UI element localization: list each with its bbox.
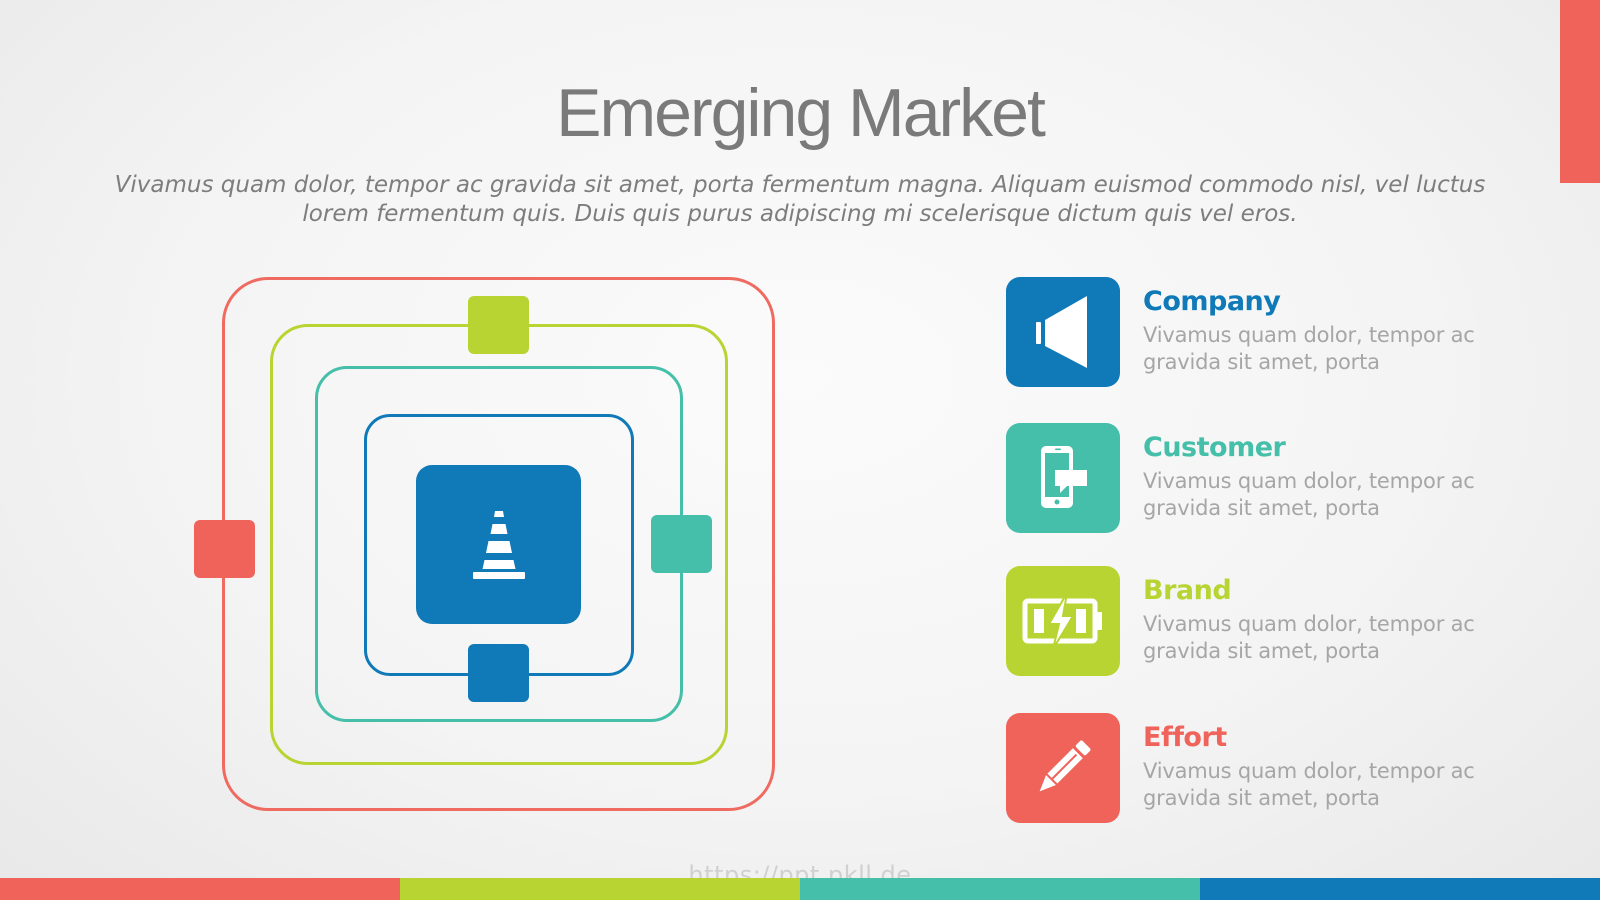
item-title: Customer	[1143, 432, 1286, 463]
node-bottom-blue	[468, 644, 529, 702]
item-description: Vivamus quam dolor, tempor ac gravida si…	[1143, 759, 1475, 810]
bottom-color-bar	[0, 878, 1600, 900]
effort-tile	[1006, 713, 1120, 823]
center-box	[416, 465, 581, 624]
item-description: Vivamus quam dolor, tempor ac gravida si…	[1143, 469, 1475, 520]
traffic-cone-icon	[472, 510, 525, 579]
pencil-icon	[1039, 740, 1091, 792]
item-title: Company	[1143, 286, 1281, 317]
bottom-bar-teal	[800, 878, 1200, 900]
node-top-green	[468, 296, 529, 354]
list-item-company: Company Vivamus quam dolor, tempor ac gr…	[1006, 277, 1566, 389]
item-description: Vivamus quam dolor, tempor ac gravida si…	[1143, 612, 1475, 663]
customer-tile	[1006, 423, 1120, 533]
node-left-red	[194, 520, 255, 578]
item-title: Brand	[1143, 575, 1232, 606]
bottom-bar-green	[400, 878, 800, 900]
smartphone-chat-icon	[1041, 446, 1087, 508]
bottom-bar-red	[0, 878, 400, 900]
battery-charging-icon	[1022, 592, 1102, 650]
ring-green	[270, 324, 728, 765]
item-title: Effort	[1143, 722, 1227, 753]
ring-outer-red	[222, 277, 775, 811]
brand-tile	[1006, 566, 1120, 676]
page-title: Emerging Market	[556, 75, 1046, 151]
corner-accent	[1560, 0, 1600, 183]
bottom-bar-blue	[1200, 878, 1600, 900]
ring-inner-blue	[364, 414, 634, 676]
list-item-brand: Brand Vivamus quam dolor, tempor ac grav…	[1006, 566, 1566, 678]
list-item-effort: Effort Vivamus quam dolor, tempor ac gra…	[1006, 713, 1566, 825]
page-subtitle: Vivamus quam dolor, tempor ac gravida si…	[114, 172, 1486, 227]
node-right-teal	[651, 515, 712, 573]
list-item-customer: Customer Vivamus quam dolor, tempor ac g…	[1006, 423, 1566, 535]
megaphone-icon	[1036, 296, 1087, 368]
ring-teal	[315, 366, 683, 722]
company-tile	[1006, 277, 1120, 387]
item-description: Vivamus quam dolor, tempor ac gravida si…	[1143, 323, 1475, 374]
